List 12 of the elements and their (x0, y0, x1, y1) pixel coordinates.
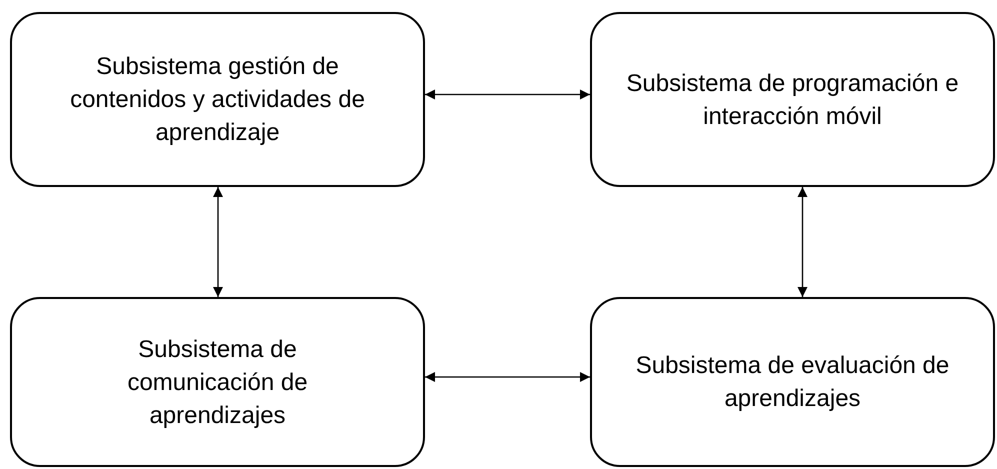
box-label: Subsistema de comunicación de aprendizajes (126, 334, 309, 430)
double-arrow (798, 187, 808, 297)
box-label: Subsistema de programación e interacción móvil (625, 68, 960, 132)
process-box (10, 12, 425, 187)
box-label: Subsistema de evaluación de aprendizajes (634, 351, 950, 414)
double-arrow (213, 187, 223, 297)
process-box (590, 12, 995, 187)
process-box (10, 297, 425, 467)
box-label: Subsistema gestión de contenidos y actividades de aprendizaje (69, 52, 366, 148)
process-box (590, 297, 995, 467)
double-arrow (425, 372, 590, 382)
double-arrow (425, 90, 590, 100)
